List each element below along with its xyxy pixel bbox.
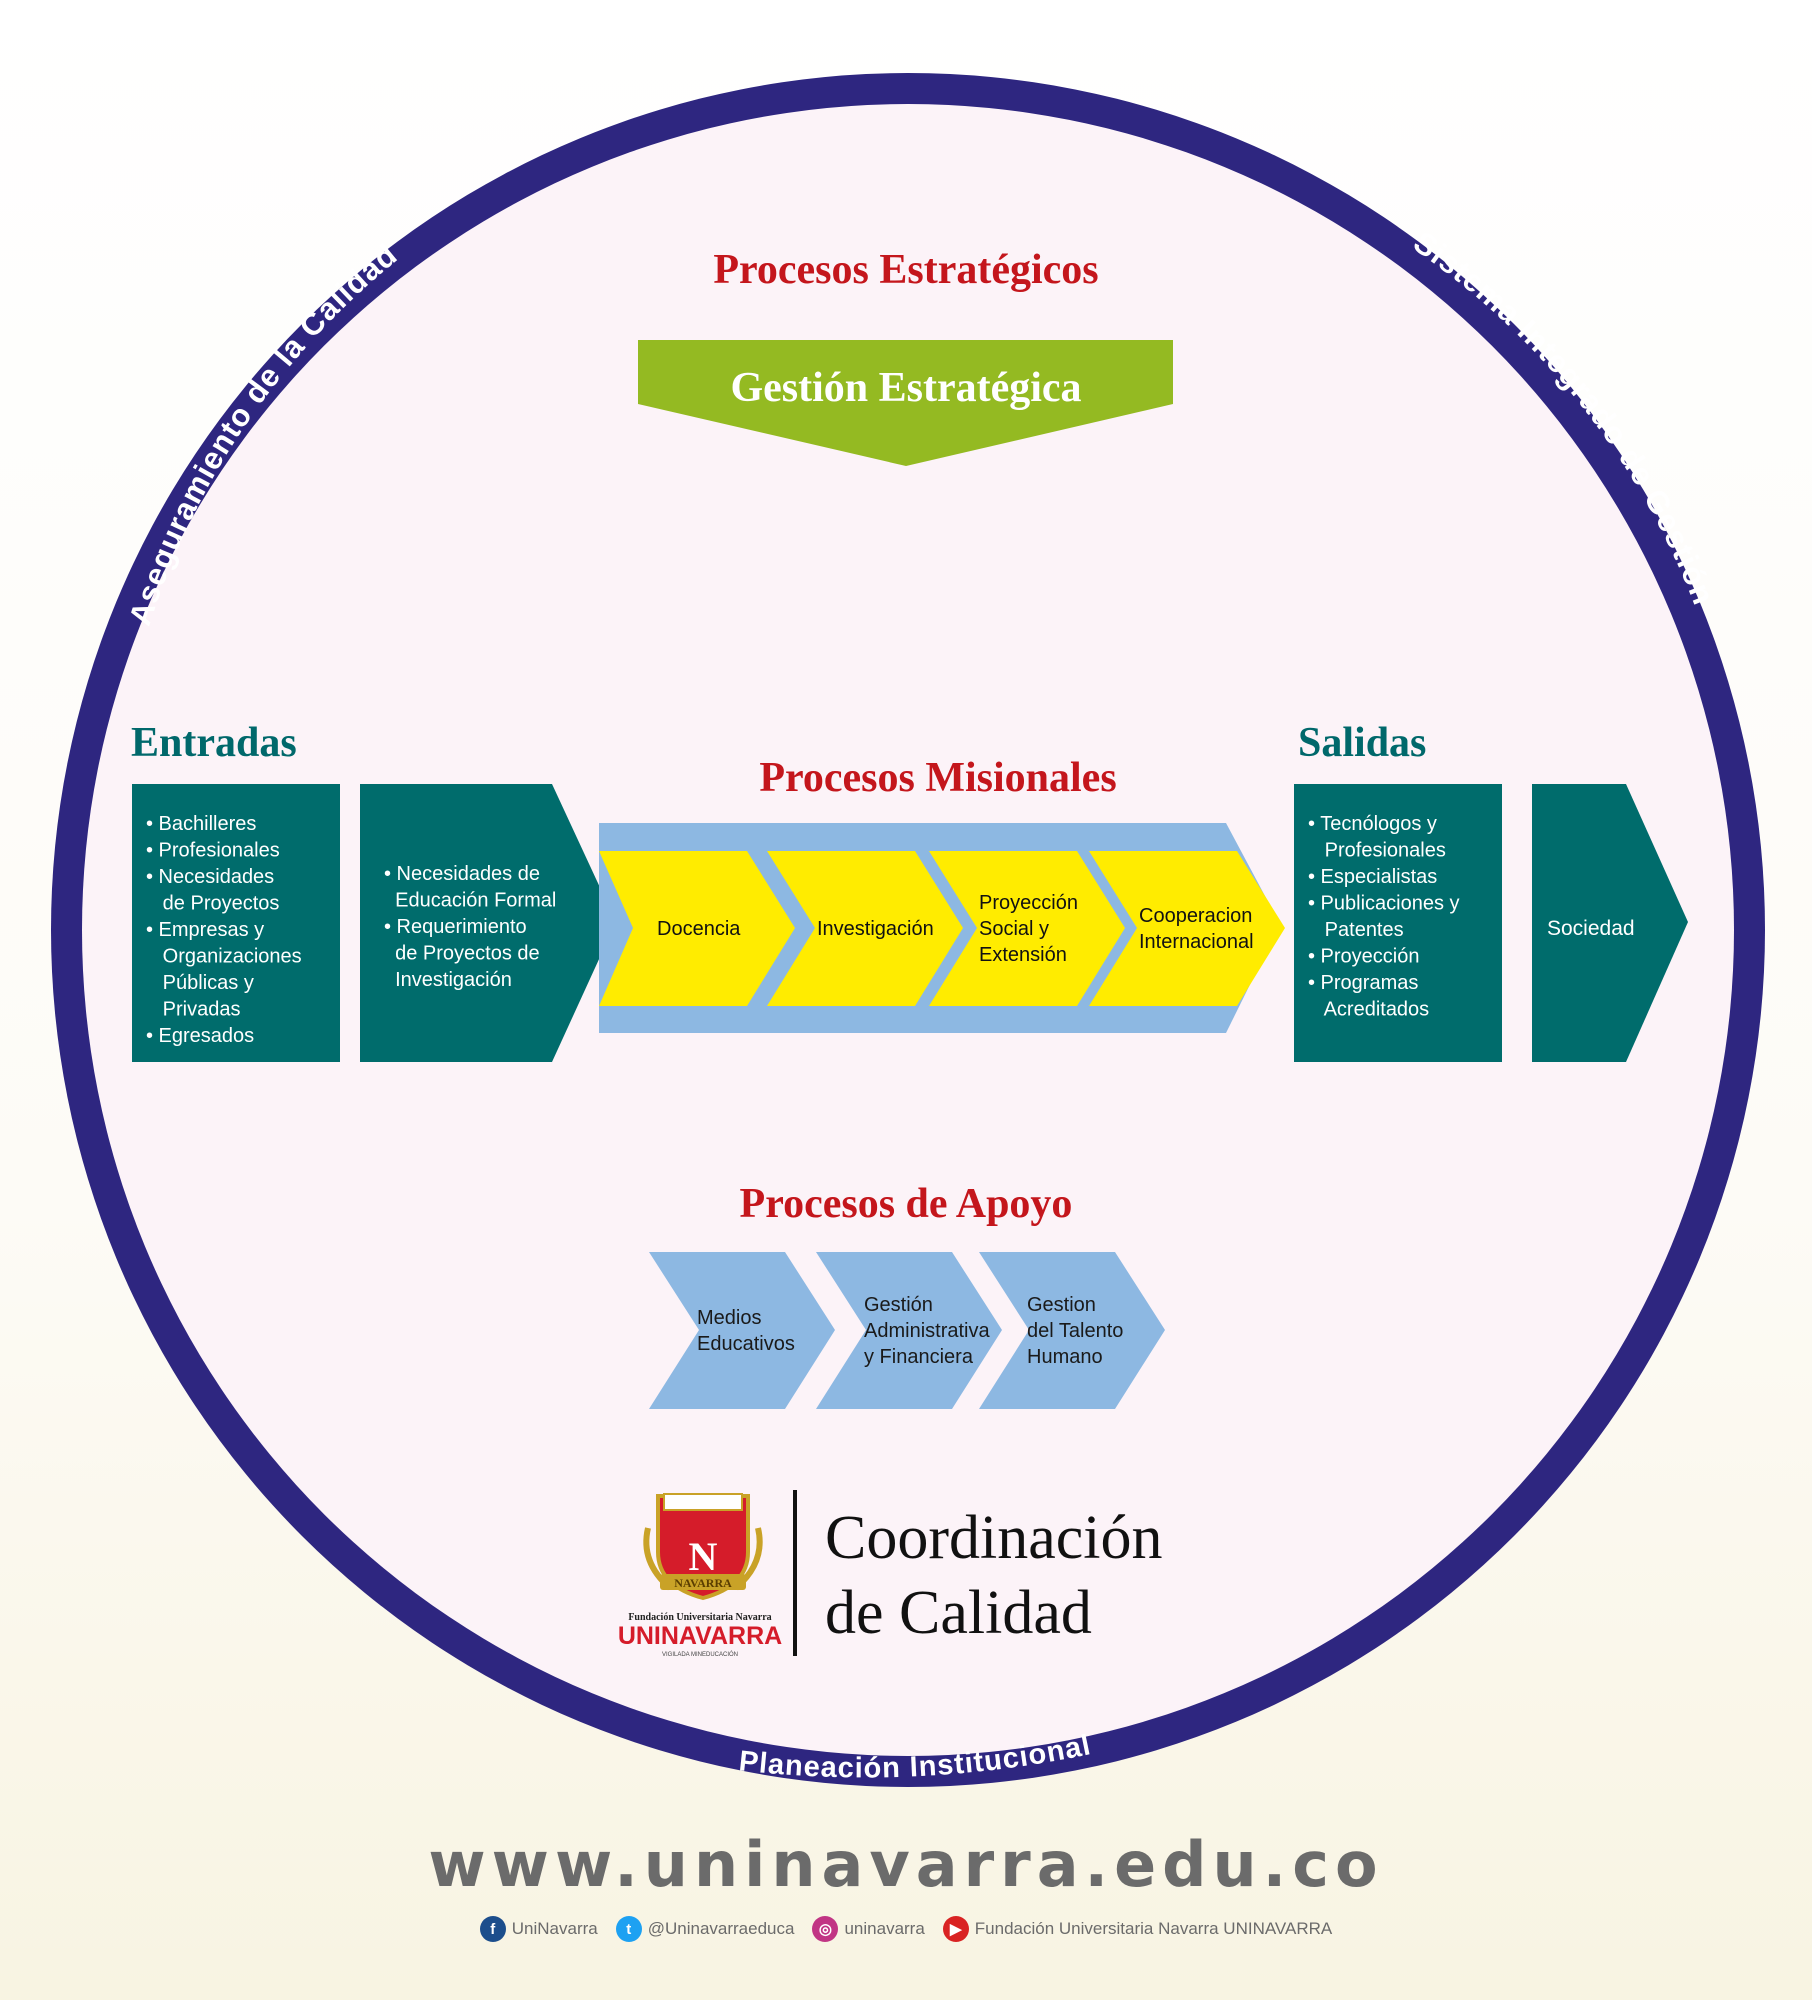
logo-crest-letter: N [689,1534,718,1579]
salidas-list-item: • Especialistas [1308,866,1437,888]
entradas-list-item: • Necesidades [146,866,274,888]
apoyo-chevron-label: Educativos [697,1333,795,1355]
entradas-list-item: • Empresas y [146,919,264,941]
misional-chevron-label: Docencia [657,918,741,940]
apoyo-chevron [649,1252,835,1409]
apoyo-chevron-label: Gestion [1027,1294,1096,1316]
apoyo-chevron-label: Humano [1027,1346,1103,1368]
social-link[interactable]: t @Uninavarraeduca [615,1916,795,1942]
misional-chevron-label: Internacional [1139,931,1254,953]
salidas-list-item: • Programas [1308,972,1418,994]
apoyo-chevron-label: Administrativa [864,1320,990,1342]
social-link[interactable]: f UniNavarra [479,1916,598,1942]
apoyo-chevron-label: Medios [697,1307,761,1329]
entradas-need-item: • Necesidades de [384,863,540,885]
misional-chevron-label: Investigación [817,918,934,940]
social-link-label: @Uninavarraeduca [647,1919,795,1938]
salidas-heading: Salidas [1298,720,1426,766]
apoyo-chevron [816,1252,1002,1409]
entradas-list-item: Privadas [146,999,240,1021]
salidas-list-item: • Tecnólogos y [1308,813,1437,835]
misionales-heading: Procesos Misionales [759,755,1116,801]
entradas-list-item: • Egresados [146,1025,254,1047]
apoyo-chevron-label: del Talento [1027,1320,1123,1342]
logo-crest-banner: NAVARRA [674,1576,732,1590]
logo-title-line-2: de Calidad [825,1579,1092,1647]
strategic-banner-shape [638,340,1173,466]
social-link-label: UniNavarra [511,1919,598,1938]
logo-crest-ribbon [660,1574,746,1590]
apoyo-chevron-label: y Financiera [864,1346,974,1368]
entradas-list-item: • Profesionales [146,840,280,862]
strategic-heading: Procesos Estratégicos [713,247,1098,293]
misional-chevron [929,851,1125,1006]
social-link[interactable]: ▶ Fundación Universitaria Navarra UNINAVA… [942,1916,1333,1942]
website-url[interactable]: www.uninavarra.edu.co [428,1828,1384,1901]
entradas-need-item: de Proyectos de [384,943,540,965]
social-link[interactable]: ◎ uninavarra [812,1916,925,1942]
facebook-icon: f [479,1916,506,1942]
entradas-box-2 [360,784,616,1062]
salidas-list-item: Profesionales [1308,840,1446,862]
logo-brand: UNINAVARRA [618,1622,782,1650]
entradas-heading: Entradas [131,720,297,766]
social-link-label: uninavarra [844,1919,925,1938]
entradas-list-item: • Bachilleres [146,813,256,835]
misional-chevron-label: Proyección [979,892,1078,914]
logo-crest-top-bar [663,1493,743,1511]
apoyo-chevron [979,1252,1165,1409]
logo-tagline: VIGILADA MINEDUCACIÓN [662,1651,738,1658]
apoyo-heading: Procesos de Apoyo [740,1181,1073,1227]
youtube-icon: ▶ [942,1916,969,1942]
entradas-list-item: Organizaciones [146,946,302,968]
misional-chevron [599,851,795,1006]
entradas-box-1-list: • Bachilleres • Profesionales • Necesidade… [146,813,302,1047]
logo-institution: Fundación Universitaria Navarra [628,1612,771,1623]
entradas-box-2-list: • Necesidades de Educación Formal • Reque… [384,863,556,991]
entradas-list-item: Públicas y [146,972,254,994]
logo-crest-shield [656,1494,750,1601]
salidas-list-item: Acreditados [1308,999,1429,1021]
instagram-icon: ◎ [812,1916,839,1942]
salidas-box-1 [1294,784,1502,1062]
salidas-list-item: • Proyección [1308,946,1420,968]
social-link-label: Fundación Universitaria Navarra UNINAVAR… [974,1919,1333,1938]
apoyo-chevron-label: Gestión [864,1294,933,1316]
salidas-list-item: • Publicaciones y [1308,893,1460,915]
salidas-box-2-label: Sociedad [1547,917,1635,940]
misional-chevron [767,851,963,1006]
uninavarra-logo: N NAVARRA Fundación Universitaria Navarr… [618,1493,782,1658]
logo-divider [793,1490,797,1656]
entradas-need-item: Educación Formal [384,890,556,912]
entradas-need-item: Investigación [384,969,512,991]
salidas-box-1-list: • Tecnólogos y Profesionales • Especialis… [1308,813,1460,1021]
salidas-list-item: Patentes [1308,919,1404,941]
misional-chevron [1089,851,1285,1006]
twitter-icon: t [615,1916,642,1942]
misional-chevron-label: Cooperacion [1139,905,1252,927]
misional-chevron-label: Social y [979,918,1049,940]
logo-title-line-1: Coordinación [825,1504,1163,1572]
social-links-bar: f UniNavarra t @Uninavarraeduca ◎ uninavarra ▶… [0,1916,1812,1942]
entradas-box-1 [132,784,340,1062]
entradas-need-item: • Requerimiento [384,916,527,938]
strategic-banner-label: Gestión Estratégica [730,365,1081,411]
entradas-list-item: de Proyectos [146,893,279,915]
salidas-box-2 [1532,784,1688,1062]
misional-chevron-label: Extensión [979,944,1067,966]
